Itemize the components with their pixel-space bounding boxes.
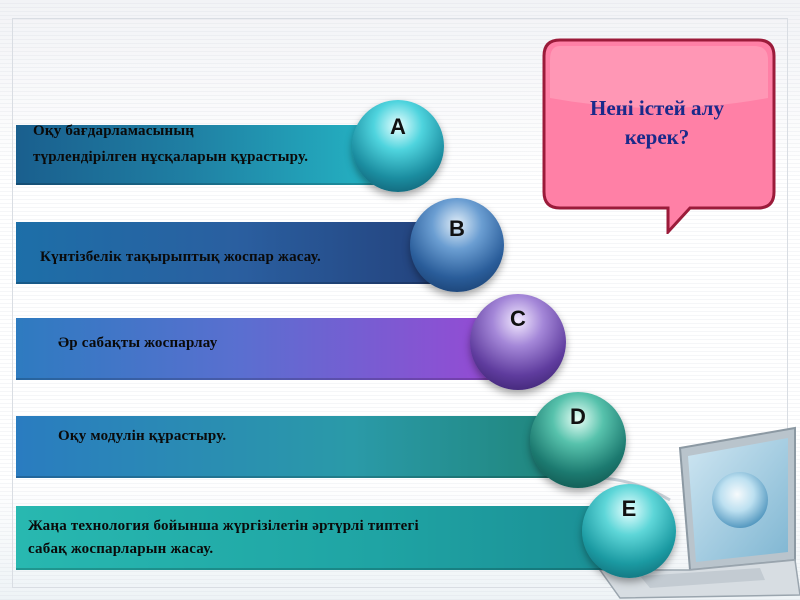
option-a-text-line1: Оқу бағдарламасының	[33, 123, 195, 139]
ball-a-letter: A	[390, 114, 406, 139]
option-e-text-line1: Жаңа технология бойынша жүргізілетін әрт…	[28, 518, 419, 534]
option-bar-c	[16, 318, 516, 380]
callout-line1: Нені істей алу	[590, 96, 724, 120]
ball-e: E	[582, 484, 676, 578]
option-d-text: Оқу модулін құрастыру.	[58, 428, 227, 444]
ball-c-letter: C	[510, 306, 526, 331]
callout-question: Нені істей алу керек?	[550, 94, 764, 152]
option-bar-d	[16, 416, 576, 478]
callout-line2: керек?	[624, 125, 690, 149]
ball-a: A	[352, 100, 444, 192]
speech-bubble	[542, 38, 776, 234]
ball-d: D	[530, 392, 626, 488]
ball-c: C	[470, 294, 566, 390]
slide-frame	[12, 18, 788, 588]
option-b-text: Күнтізбелік тақырыптық жоспар жасау.	[40, 249, 321, 265]
ball-d-letter: D	[570, 404, 586, 429]
option-bar-b	[16, 222, 456, 284]
option-e-text-line2: сабақ жоспарларын жасау.	[28, 541, 214, 557]
ball-b-letter: B	[449, 216, 465, 241]
option-bar-a	[16, 125, 396, 185]
option-c-text: Әр сабақты жоспарлау	[58, 335, 218, 351]
ball-e-letter: E	[621, 496, 637, 521]
option-bar-e	[16, 506, 614, 570]
ball-b: B	[410, 198, 504, 292]
option-a-text-line2: түрлендірілген нұсқаларын құрастыру.	[33, 149, 309, 165]
